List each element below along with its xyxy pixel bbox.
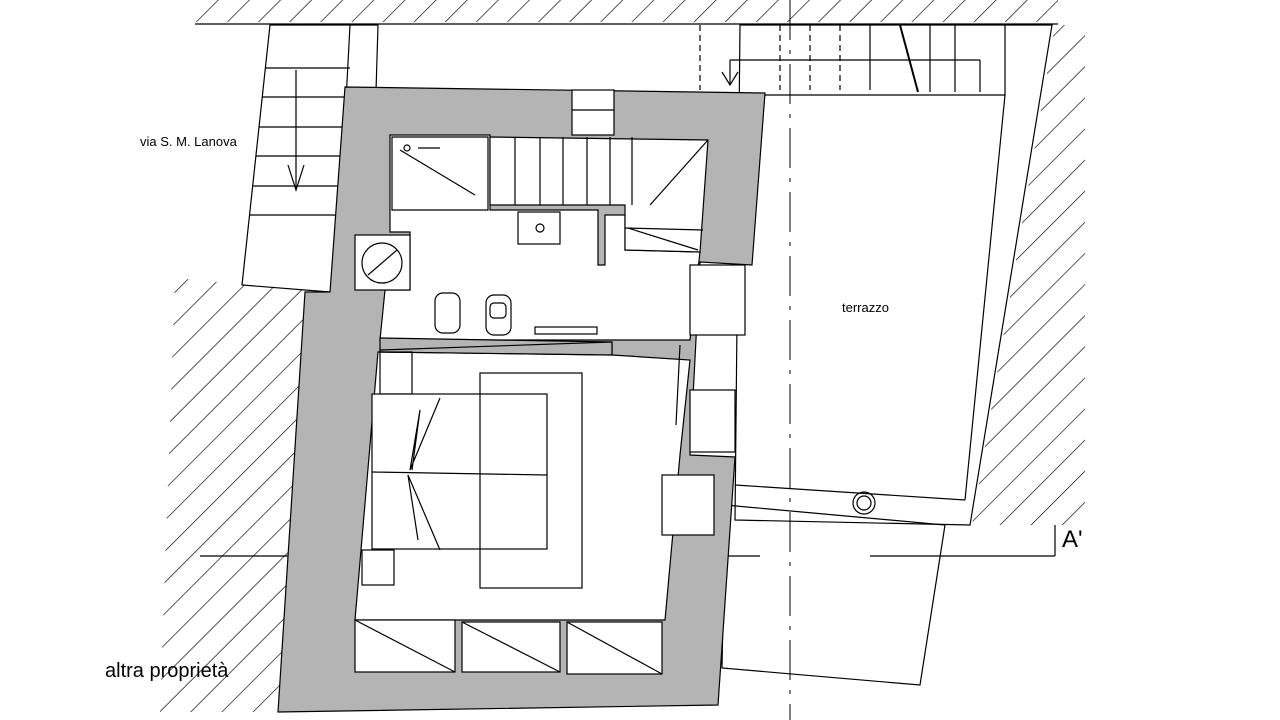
- hatch-right: [972, 25, 1085, 525]
- hatch-left: [160, 278, 305, 712]
- terrace: [734, 24, 1053, 526]
- toilet: [485, 294, 512, 336]
- other-property-label: altra proprietà: [105, 660, 229, 682]
- wardrobes: [354, 619, 663, 675]
- drain-icon: [852, 491, 876, 515]
- hatch-top: [195, 0, 1058, 22]
- street-label: via S. M. Lanova: [140, 134, 237, 149]
- bidet: [434, 292, 461, 334]
- bed: [371, 393, 548, 550]
- terrace-label: terrazzo: [842, 300, 889, 315]
- sink: [517, 211, 561, 245]
- section-marker: A': [1062, 526, 1083, 553]
